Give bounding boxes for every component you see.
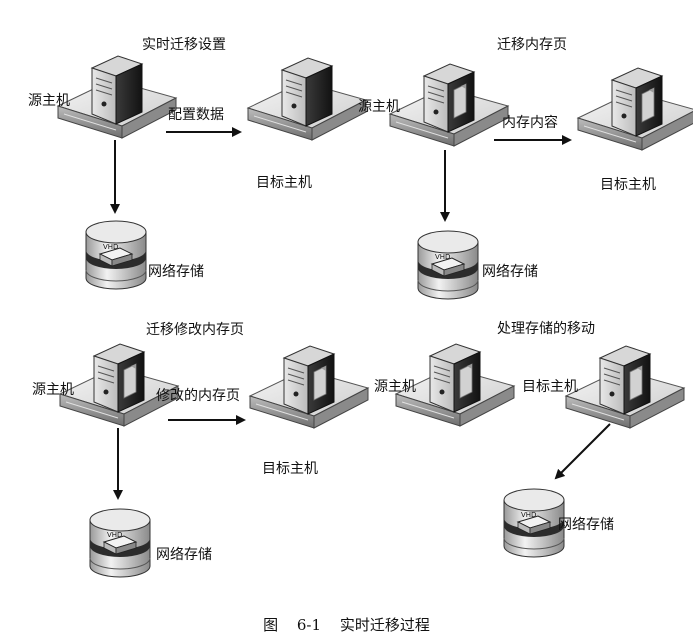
source-host-label: 源主机 bbox=[374, 379, 416, 395]
memory-page-icon bbox=[459, 363, 473, 399]
transfer-label: 内存内容 bbox=[502, 115, 558, 131]
network-storage-label: 网络存储 bbox=[558, 517, 614, 533]
network-storage-icon bbox=[417, 230, 479, 300]
network-storage-label: 网络存储 bbox=[156, 547, 212, 563]
figure-number: 图 6-1 bbox=[263, 616, 322, 634]
network-storage-label: 网络存储 bbox=[482, 264, 538, 280]
memory-page-icon bbox=[641, 87, 655, 123]
figure-caption: 图 6-1 实时迁移过程 bbox=[0, 614, 693, 635]
source-server-icon bbox=[59, 343, 179, 427]
transfer-label: 修改的内存页 bbox=[156, 388, 240, 404]
panel-title: 实时迁移设置 bbox=[142, 37, 226, 53]
vhd-tag: VHD bbox=[521, 511, 537, 519]
figure-title: 实时迁移过程 bbox=[339, 616, 430, 634]
memory-page-icon bbox=[123, 363, 137, 399]
panel-title: 处理存储的移动 bbox=[497, 321, 595, 337]
panel-title: 迁移内存页 bbox=[497, 37, 567, 53]
transfer-label: 配置数据 bbox=[168, 107, 224, 123]
source-server-icon bbox=[57, 55, 177, 139]
target-host-label: 目标主机 bbox=[262, 461, 318, 477]
network-storage-icon bbox=[89, 508, 151, 578]
vhd-tag: VHD bbox=[435, 253, 451, 261]
network-storage-icon bbox=[503, 488, 565, 558]
target-server-icon bbox=[577, 67, 693, 151]
target-server-icon bbox=[249, 345, 369, 429]
source-host-label: 源主机 bbox=[358, 99, 400, 115]
target-host-label: 目标主机 bbox=[600, 177, 656, 193]
vhd-tag: VHD bbox=[107, 531, 123, 539]
panel-1 bbox=[57, 55, 367, 290]
panel-title: 迁移修改内存页 bbox=[146, 322, 244, 338]
panel-2 bbox=[389, 63, 693, 300]
panel-4 bbox=[395, 343, 685, 558]
source-server-icon bbox=[389, 63, 509, 147]
network-storage-label: 网络存储 bbox=[148, 264, 204, 280]
target-server-icon bbox=[247, 57, 367, 141]
panel-3 bbox=[59, 343, 369, 578]
target-host-label: 目标主机 bbox=[256, 175, 312, 191]
memory-page-icon bbox=[453, 83, 467, 119]
source-host-label: 源主机 bbox=[28, 93, 70, 109]
memory-page-icon bbox=[629, 365, 643, 401]
target-host-label: 目标主机 bbox=[522, 379, 578, 395]
target-server-icon bbox=[565, 345, 685, 429]
network-storage-icon bbox=[85, 220, 147, 290]
vhd-tag: VHD bbox=[103, 243, 119, 251]
source-host-label: 源主机 bbox=[32, 382, 74, 398]
storage-arrow bbox=[554, 423, 611, 480]
memory-page-icon bbox=[313, 365, 327, 401]
